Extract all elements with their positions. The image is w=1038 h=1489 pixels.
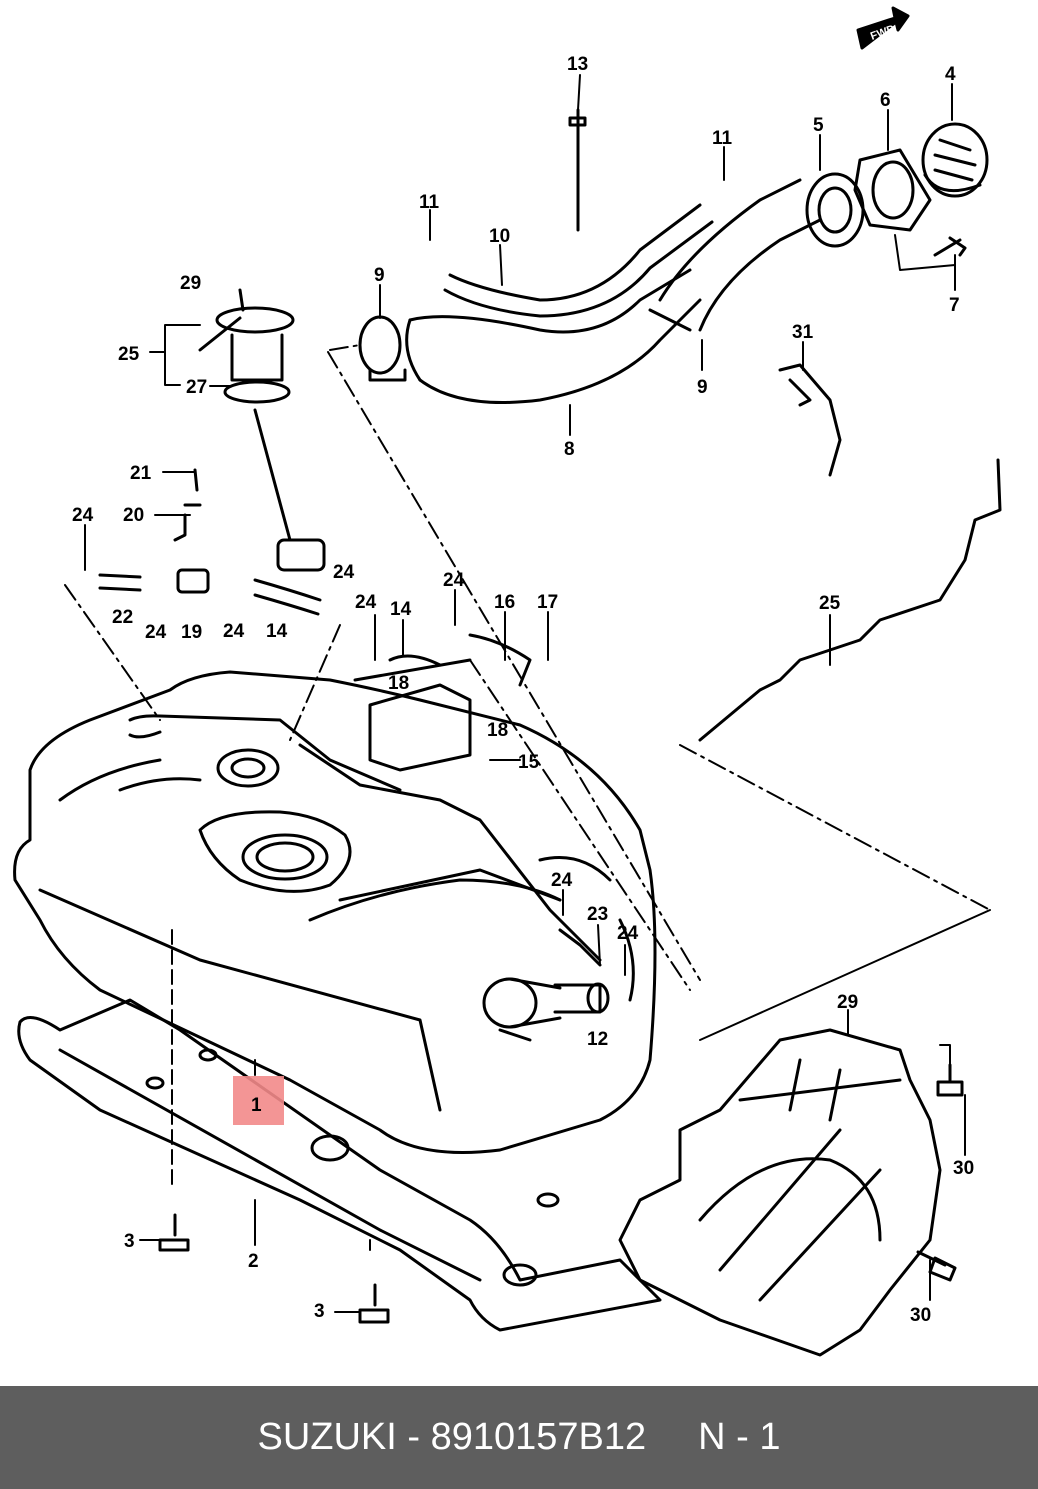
heat-shield xyxy=(618,1028,942,1357)
callout-19[interactable]: 19 xyxy=(181,622,202,643)
callout-24[interactable]: 24 xyxy=(617,923,639,944)
bolt-3b xyxy=(334,1283,390,1324)
parts-diagram: FWD xyxy=(13,6,1002,1357)
fuel-line xyxy=(698,458,1002,742)
vent-rod xyxy=(568,108,587,232)
callout-17[interactable]: 17 xyxy=(537,592,558,613)
callout-16[interactable]: 16 xyxy=(494,592,515,613)
callout-31[interactable]: 31 xyxy=(792,322,814,343)
tank-outlet-pipe xyxy=(482,977,610,1029)
page-reference: N - 1 xyxy=(698,1416,781,1458)
callout-20[interactable]: 20 xyxy=(123,505,144,526)
callout-24[interactable]: 24 xyxy=(72,505,94,526)
callout-24[interactable]: 24 xyxy=(333,562,355,583)
filler-cap xyxy=(853,122,989,232)
callout-30[interactable]: 30 xyxy=(953,1158,974,1179)
callout-4[interactable]: 4 xyxy=(945,64,956,85)
callout-14[interactable]: 14 xyxy=(390,599,412,620)
fuel-cut-valve xyxy=(778,363,842,477)
callout-6[interactable]: 6 xyxy=(880,90,891,111)
fuel-tank xyxy=(13,670,657,1154)
callout-12[interactable]: 12 xyxy=(587,1029,608,1050)
bolt-7 xyxy=(933,236,967,257)
callout-24[interactable]: 24 xyxy=(355,592,377,613)
callout-24[interactable]: 24 xyxy=(145,622,167,643)
callout-22[interactable]: 22 xyxy=(112,607,133,628)
callout-labels: 1 2 3 3 4 5 6 7 8 9 9 10 11 11 12 13 14 … xyxy=(72,54,974,1326)
callout-27[interactable]: 27 xyxy=(186,377,207,398)
fwd-arrow-icon: FWD xyxy=(856,6,910,50)
charcoal-canister xyxy=(353,633,532,772)
vent-pipes xyxy=(128,714,602,967)
highlight-part-1 xyxy=(233,1076,284,1125)
filler-neck xyxy=(648,172,865,332)
callout-24[interactable]: 24 xyxy=(223,621,245,642)
callout-9[interactable]: 9 xyxy=(374,265,385,286)
callout-5[interactable]: 5 xyxy=(813,115,824,136)
callout-11[interactable]: 11 xyxy=(712,128,733,149)
callout-9[interactable]: 9 xyxy=(697,377,708,398)
callout-21[interactable]: 21 xyxy=(130,463,152,484)
bolt-3a xyxy=(139,1213,190,1252)
callout-29[interactable]: 29 xyxy=(837,992,858,1013)
bolt-30a xyxy=(936,1063,964,1097)
callout-leaders xyxy=(84,74,966,1301)
callout-15[interactable]: 15 xyxy=(518,752,540,773)
callout-2[interactable]: 2 xyxy=(248,1251,259,1272)
callout-24[interactable]: 24 xyxy=(551,870,573,891)
filler-hose xyxy=(358,203,714,404)
callout-29[interactable]: 29 xyxy=(180,273,201,294)
callout-1[interactable]: 1 xyxy=(251,1095,262,1116)
callout-23[interactable]: 23 xyxy=(587,904,608,925)
callout-25[interactable]: 25 xyxy=(819,593,841,614)
bolt-30b xyxy=(916,1250,957,1282)
callout-3[interactable]: 3 xyxy=(124,1231,135,1252)
callout-14[interactable]: 14 xyxy=(266,621,288,642)
callout-7[interactable]: 7 xyxy=(949,295,960,316)
callout-25[interactable]: 25 xyxy=(118,344,140,365)
fuel-pump-assembly xyxy=(198,288,326,572)
part-number-footer: SUZUKI - 8910157B12 N - 1 xyxy=(0,1386,1038,1489)
callout-24[interactable]: 24 xyxy=(443,570,465,591)
callout-30[interactable]: 30 xyxy=(910,1305,931,1326)
callout-8[interactable]: 8 xyxy=(564,439,575,460)
tank-support-strap xyxy=(17,998,662,1332)
callout-13[interactable]: 13 xyxy=(567,54,588,75)
leader-lines xyxy=(64,344,991,1251)
vapor-hoses-left xyxy=(98,468,322,616)
callout-10[interactable]: 10 xyxy=(489,226,510,247)
brand-part-number: SUZUKI - 8910157B12 xyxy=(257,1416,647,1458)
callout-18[interactable]: 18 xyxy=(388,673,409,694)
callout-18[interactable]: 18 xyxy=(487,720,508,741)
callout-3[interactable]: 3 xyxy=(314,1301,325,1322)
callout-11[interactable]: 11 xyxy=(419,192,440,213)
